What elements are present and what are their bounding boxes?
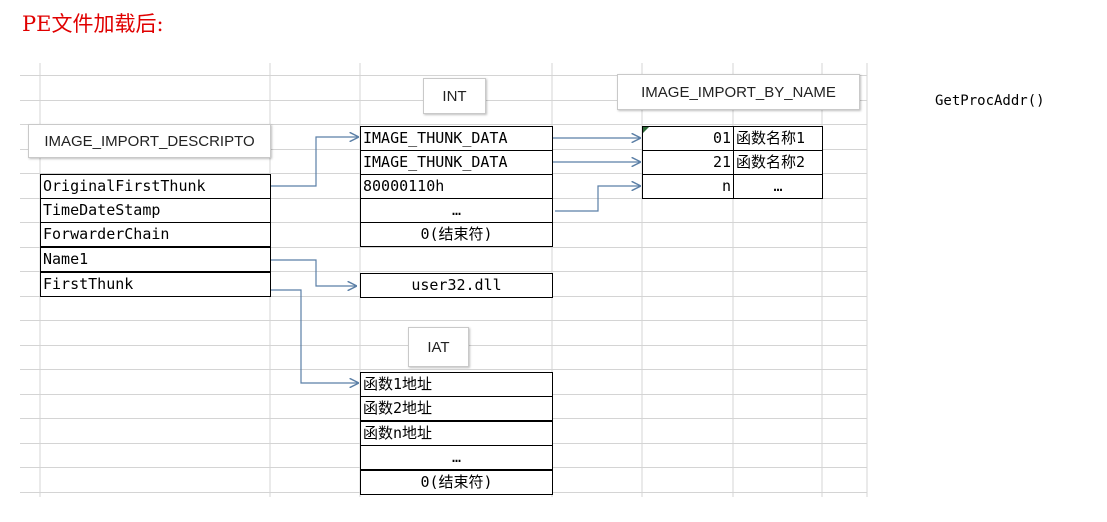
- descriptor-field-name1: Name1: [40, 247, 271, 272]
- int-row: IMAGE_THUNK_DATA: [360, 150, 553, 175]
- by-name-hint: 01: [642, 126, 734, 151]
- descriptor-field-timedatestamp: TimeDateStamp: [40, 198, 271, 223]
- cell-comment-marker: [643, 127, 649, 133]
- int-row-terminator: 0(结束符): [360, 222, 553, 247]
- iat-row: …: [360, 445, 553, 470]
- descriptor-label: IMAGE_IMPORT_DESCRIPTO: [28, 124, 271, 158]
- by-name-name: 函数名称1: [733, 126, 823, 151]
- iat-row: 函数2地址: [360, 396, 553, 421]
- int-row: …: [360, 198, 553, 223]
- by-name-hint: n: [642, 174, 734, 199]
- dll-name-cell: user32.dll: [360, 273, 553, 298]
- by-name-label: IMAGE_IMPORT_BY_NAME: [617, 74, 860, 110]
- by-name-name: 函数名称2: [733, 150, 823, 175]
- iat-label: IAT: [408, 327, 469, 367]
- iat-row: 函数1地址: [360, 372, 553, 397]
- int-row: 80000110h: [360, 174, 553, 199]
- int-label: INT: [423, 78, 486, 114]
- page-title: PE文件加载后:: [22, 12, 164, 36]
- by-name-name: …: [733, 174, 823, 199]
- iat-row: 函数n地址: [360, 421, 553, 446]
- descriptor-field-firstthunk: FirstThunk: [40, 272, 271, 297]
- descriptor-field-originalfirstthunk: OriginalFirstThunk: [40, 174, 271, 199]
- by-name-hint: 21: [642, 150, 734, 175]
- descriptor-field-forwarderchain: ForwarderChain: [40, 222, 271, 247]
- iat-row-terminator: 0(结束符): [360, 470, 553, 495]
- getprocaddr-note: GetProcAddr(): [935, 93, 1045, 109]
- int-row: IMAGE_THUNK_DATA: [360, 126, 553, 151]
